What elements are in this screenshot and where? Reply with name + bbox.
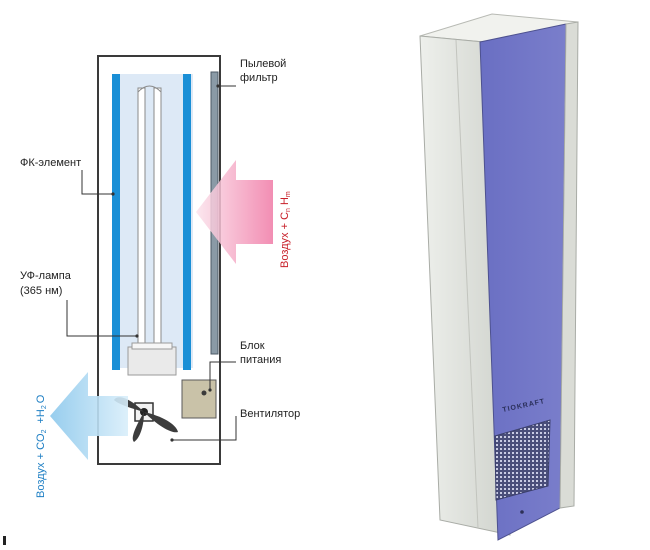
uv-lamp-base (127, 346, 177, 376)
leader-lines (66, 84, 237, 442)
uv-lamp-label-2: (365 нм) (20, 285, 62, 297)
reaction-chamber (113, 74, 193, 368)
power-unit-label-2: питания (240, 354, 281, 366)
corner-mark (3, 536, 6, 545)
dust-filter-label-1: Пылевой (240, 58, 286, 70)
pk-element-right (183, 74, 191, 370)
device-vent-grille (494, 419, 551, 501)
dust-filter-label-2: фильтр (240, 72, 278, 84)
uv-lamp-label-1: УФ-лампа (20, 270, 72, 282)
inflow-label: Воздух + Cn Hm (279, 191, 292, 268)
fan-icon (114, 397, 178, 442)
outflow-label: Воздух + CO2+H2O (35, 394, 48, 498)
outflow-arrow (50, 372, 128, 460)
pk-element-left (112, 74, 120, 370)
uv-lamp-tube-2 (153, 87, 162, 351)
power-unit-label-1: Блок (240, 340, 265, 352)
power-unit (181, 379, 217, 419)
inflow-arrow (196, 160, 273, 264)
device-render: TIOKRAFT (419, 13, 579, 541)
pk-element-label: ФК-элемент (20, 157, 81, 169)
uv-lamp-tube-1 (137, 87, 146, 351)
fan-label: Вентилятор (240, 408, 300, 420)
